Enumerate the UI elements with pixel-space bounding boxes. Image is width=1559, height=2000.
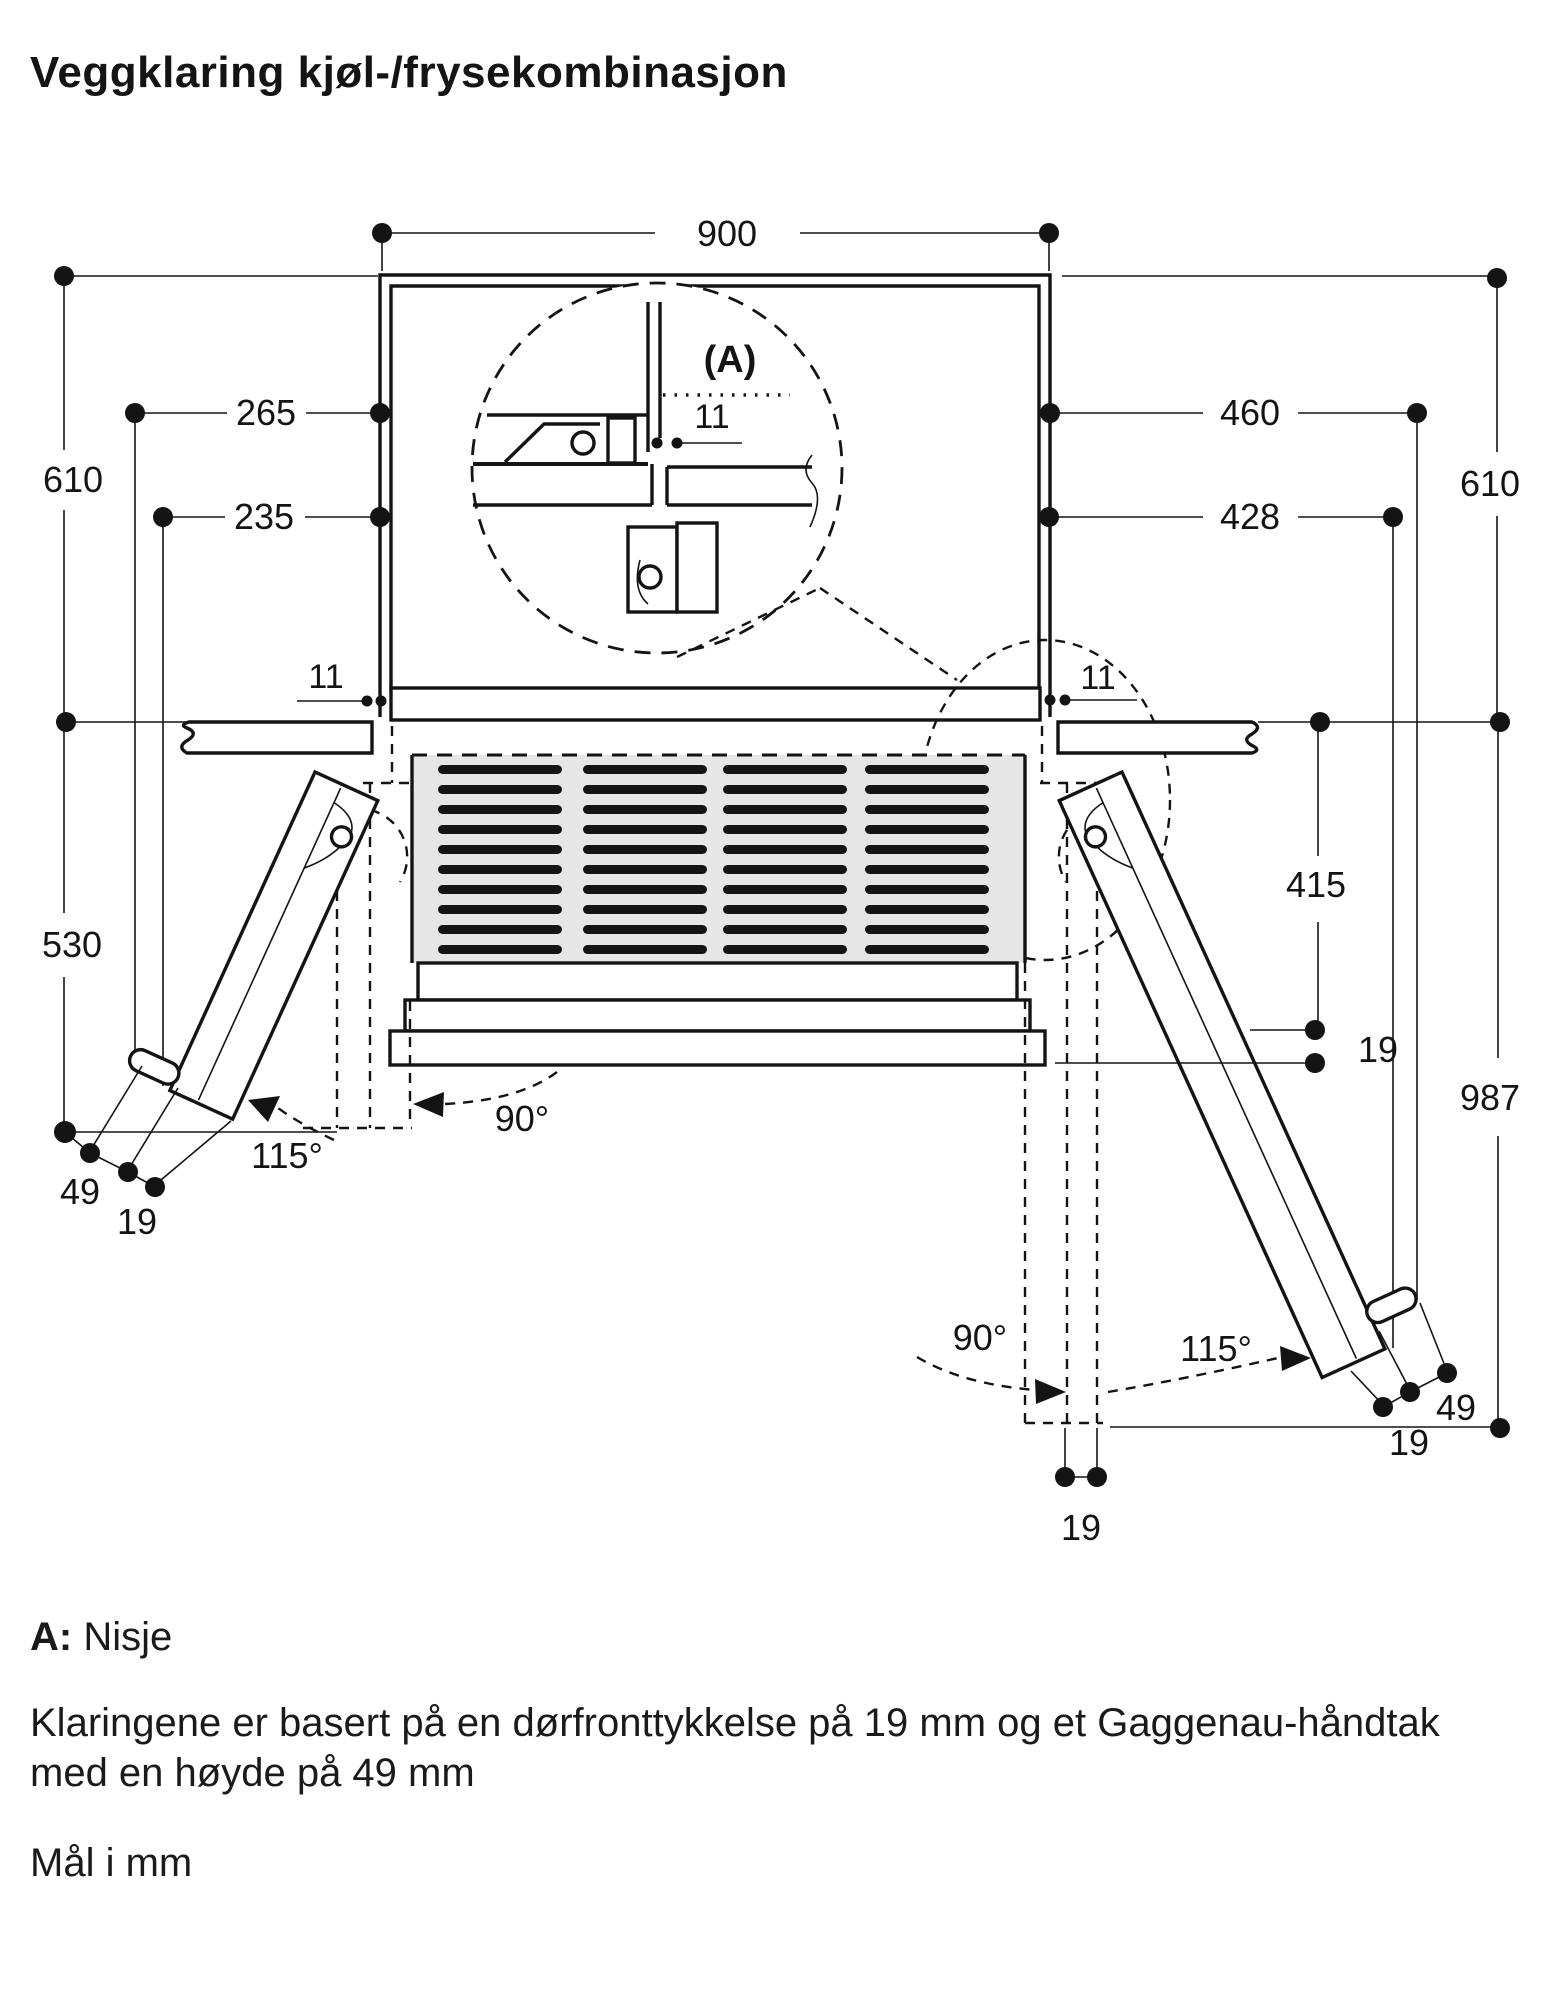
countertop-right <box>1056 720 1260 755</box>
right-door <box>1056 769 1418 1380</box>
angle-90-right-label: 90° <box>953 1317 1007 1358</box>
vent-grille <box>388 753 1047 1067</box>
dim-niche-width-label: 900 <box>697 213 757 254</box>
left-hinge-swing-arc <box>369 808 409 883</box>
note-units: Mål i mm <box>30 1841 193 1885</box>
dim-19-mid-label: 19 <box>1358 1029 1398 1070</box>
dim-49-left-label: 49 <box>60 1171 100 1212</box>
note-a-key: A: <box>30 1615 73 1659</box>
gap-left-label: 11 <box>308 658 343 696</box>
detail-circle-A: (A) 11 <box>470 281 844 655</box>
dim-gap-left: 11 <box>297 658 387 707</box>
detail-gap-label: 11 <box>694 398 729 436</box>
dim-265-label: 265 <box>236 392 296 433</box>
dim-left-lower: 530 49 19 115° 90° <box>42 712 558 1242</box>
countertop-left <box>180 720 374 755</box>
note-clearance-line1: Klaringene er basert på en dørfronttykke… <box>30 1701 1440 1745</box>
left-door-handle <box>127 1047 181 1086</box>
dim-530-label: 530 <box>42 924 102 965</box>
dim-428-label: 428 <box>1220 496 1280 537</box>
appliance-front-rail <box>389 686 1042 722</box>
dim-460-label: 460 <box>1220 392 1280 433</box>
dim-610-right-label: 610 <box>1460 463 1520 504</box>
note-a-nisje: A: Nisje <box>30 1612 172 1662</box>
dim-gap-right: 11 <box>1044 659 1137 706</box>
niche-box <box>378 273 1052 722</box>
dim-right-lower: 415 19 987 90° 115° <box>916 712 1520 1548</box>
dim-19-right-label: 19 <box>1389 1422 1429 1463</box>
angle-90-left-label: 90° <box>495 1098 549 1139</box>
dim-610-left-label: 610 <box>43 459 103 500</box>
detail-connector-lines <box>676 586 1172 962</box>
left-door-hinge-icon <box>329 825 354 849</box>
dim-987-label: 987 <box>1460 1077 1520 1118</box>
note-clearance-line2: med en høyde på 49 mm <box>30 1751 475 1795</box>
angle-115-left-label: 115° <box>251 1135 323 1176</box>
right-door-handle <box>1365 1286 1418 1325</box>
dim-niche-width: 900 <box>372 213 1059 271</box>
dim-49-right-label: 49 <box>1436 1387 1476 1428</box>
dim-415-label: 415 <box>1286 864 1346 905</box>
gap-right-label: 11 <box>1080 659 1115 697</box>
door-90deg-outline-right <box>1023 726 1103 1425</box>
page-title: Veggklaring kjøl-/frysekombinasjon <box>30 48 788 97</box>
dim-19-bottom-label: 19 <box>1061 1507 1101 1548</box>
left-door <box>127 769 381 1122</box>
note-a-value: Nisje <box>83 1615 173 1659</box>
note-clearance: Klaringene er basert på en dørfronttykke… <box>30 1698 1440 1798</box>
right-hinge-swing-arc <box>1057 808 1097 883</box>
dim-235-label: 235 <box>234 496 294 537</box>
dim-right-clearances: 460 428 610 <box>1039 268 1520 537</box>
hinge-area-circle <box>918 638 1172 962</box>
dim-extension-lines <box>63 275 1505 1428</box>
dim-19-left-label: 19 <box>117 1201 157 1242</box>
angle-115-right-label: 115° <box>1180 1328 1252 1369</box>
right-door-hinge-icon <box>1083 825 1108 849</box>
dim-left-clearances: 265 235 610 <box>43 266 390 537</box>
appliance-step-3 <box>388 1029 1047 1067</box>
appliance-step-2 <box>403 998 1032 1033</box>
appliance-step-1 <box>416 961 1019 1002</box>
detail-ref-label: (A) <box>704 339 757 381</box>
